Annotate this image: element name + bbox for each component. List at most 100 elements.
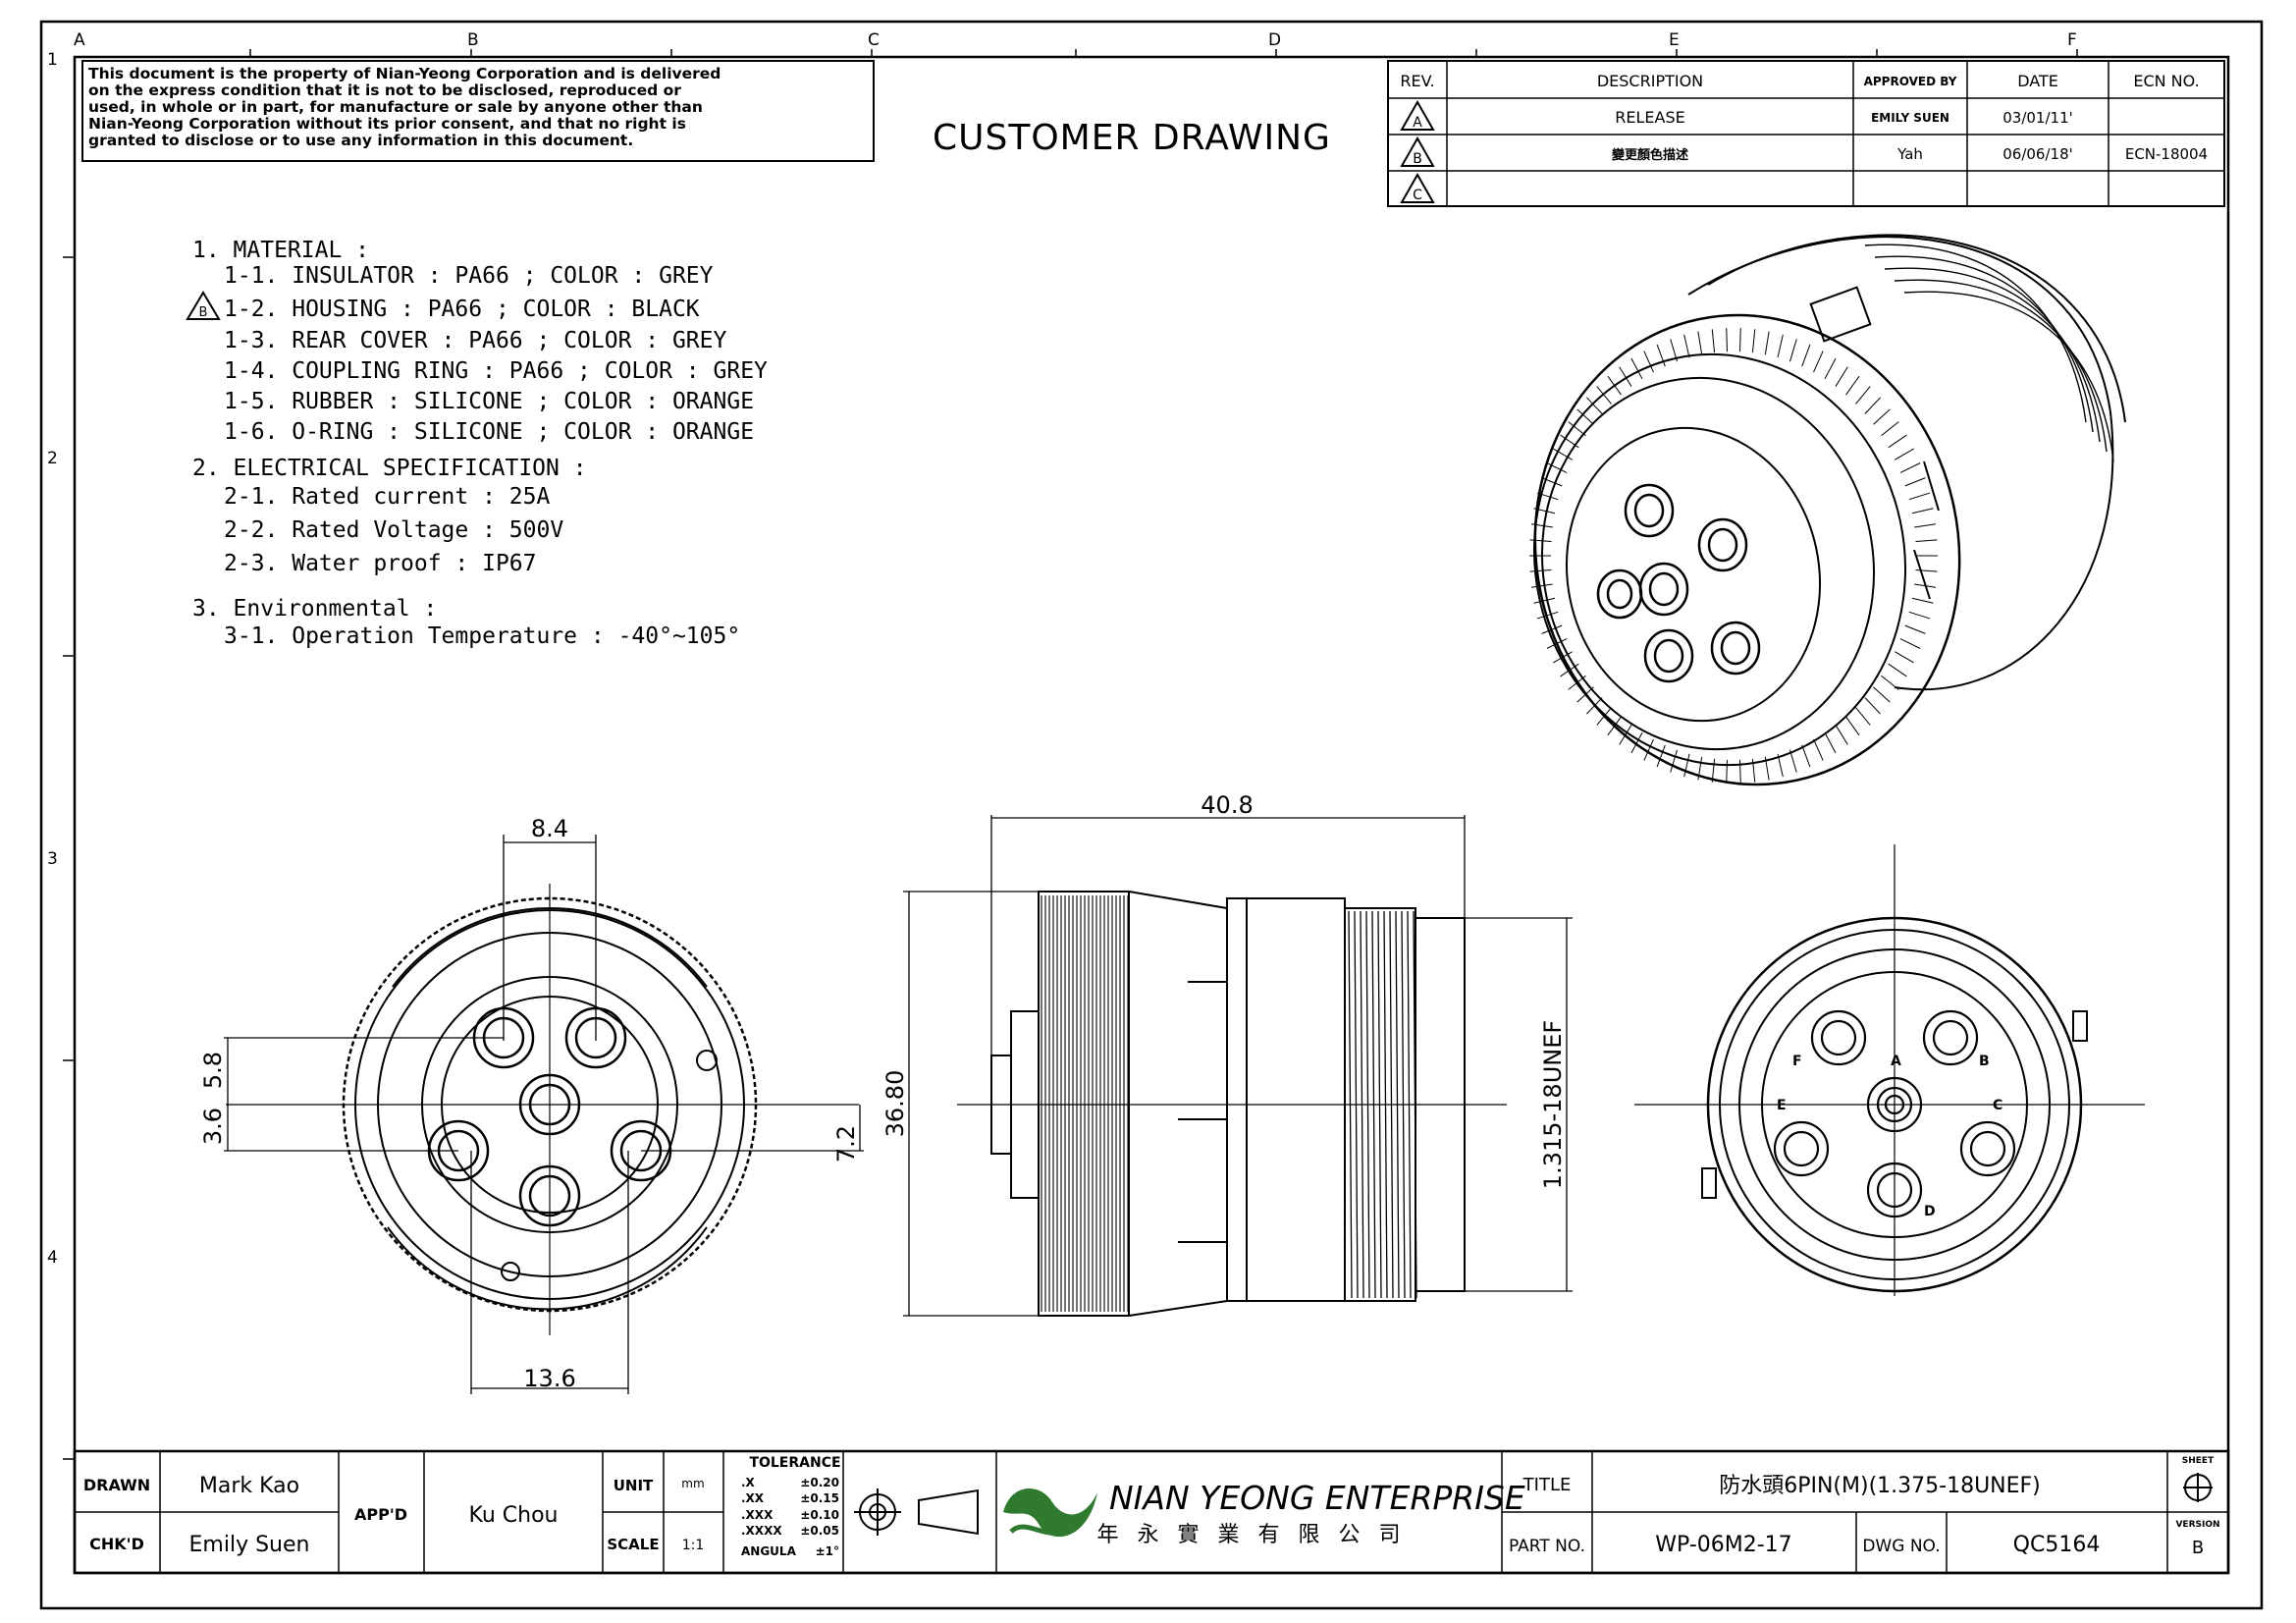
dim-front-left-2: 3.6 <box>199 1108 227 1145</box>
part-label: PART NO. <box>1509 1537 1585 1556</box>
hatch-line <box>1873 408 1891 425</box>
hatch-line <box>1670 339 1679 362</box>
hatch-line <box>1536 492 1559 501</box>
chkd-value: Emily Suen <box>189 1533 310 1557</box>
spec-line: 2. ELECTRICAL SPECIFICATION : <box>192 456 587 481</box>
hatch-line <box>1568 421 1586 437</box>
hatch-line <box>1888 434 1907 449</box>
rev-header-description: DESCRIPTION <box>1597 72 1703 90</box>
notice-box <box>81 60 875 162</box>
dwg-value: QC5164 <box>2013 1533 2101 1557</box>
tol-key: .XX <box>741 1491 765 1505</box>
hatch-line <box>1546 638 1568 649</box>
version-value: B <box>2192 1538 2204 1558</box>
zone-col-a: A <box>74 30 85 50</box>
rev-b-description: 變更顏色描述 <box>1612 147 1688 163</box>
hatch-line <box>1855 707 1871 726</box>
appd-value: Ku Chou <box>469 1503 559 1528</box>
scale-value: 1:1 <box>682 1538 705 1553</box>
front-view <box>224 835 864 1394</box>
hatch-line <box>1915 569 1938 572</box>
hatch-line <box>1881 675 1899 690</box>
rev-b-date: 06/06/18' <box>2002 145 2073 163</box>
spec-line: 1. MATERIAL : <box>192 238 369 263</box>
hatch-line <box>1560 663 1579 677</box>
appd-label: APP'D <box>354 1505 407 1524</box>
hatch-line <box>1541 624 1563 634</box>
hatch-line <box>1354 910 1359 1299</box>
pin-label-a: A <box>1891 1054 1901 1069</box>
hatch-line <box>1643 351 1654 373</box>
hatch-line <box>1789 339 1797 362</box>
dim-front-bottom: 13.6 <box>523 1365 575 1392</box>
title-label: TITLE <box>1522 1475 1572 1495</box>
spec-line: 2-3. Water proof : IP67 <box>224 551 537 576</box>
rev-c-letter: C <box>1413 188 1422 203</box>
hatch-line <box>1845 716 1860 736</box>
hatch-line <box>1596 386 1612 405</box>
notice-text: This document is the property of Nian-Ye… <box>88 65 721 149</box>
dwg-label: DWG NO. <box>1862 1537 1940 1556</box>
tol-key: .XXXX <box>741 1524 782 1538</box>
spec-line: 1-2. HOUSING : PA66 ; COLOR : BLACK <box>224 297 700 322</box>
company-logo <box>1003 1488 1097 1538</box>
hatch-line <box>1824 357 1837 380</box>
tol-key: .X <box>741 1476 756 1489</box>
hatch-line <box>1711 758 1716 783</box>
notice-line: This document is the property of Nian-Ye… <box>88 65 721 82</box>
spec-line: 2-2. Rated Voltage : 500V <box>224 517 563 543</box>
notice-line: on the express condition that it is not … <box>88 81 681 99</box>
outer-border <box>39 20 2264 1610</box>
dim-side-width: 40.8 <box>1201 791 1253 819</box>
zone-row-1: 1 <box>47 50 58 70</box>
tol-val: ±0.20 <box>800 1476 839 1489</box>
tol-val: ±0.10 <box>800 1508 839 1522</box>
rear-pin-labels: A B C D E F <box>1777 1054 2002 1219</box>
company-chinese: 年 永 實 業 有 限 公 司 <box>1097 1523 1407 1547</box>
dim-front-top: 8.4 <box>531 815 568 842</box>
illustration-pins <box>1596 483 1761 683</box>
hatch-line <box>1764 331 1770 355</box>
spec-line: 1-4. COUPLING RING : PA66 ; COLOR : GREY <box>224 358 768 384</box>
hatch-line <box>1899 462 1921 473</box>
dim-front-right: 7.2 <box>832 1125 860 1163</box>
hatch-line <box>1683 753 1690 778</box>
hatch-line <box>1377 910 1382 1299</box>
sheet-label: SHEET <box>2182 1456 2215 1466</box>
hatch-line <box>1683 334 1690 358</box>
hatch-line <box>1360 910 1364 1299</box>
hatch-line <box>1711 329 1716 353</box>
hatch-line <box>1697 331 1703 355</box>
hatch-line <box>1530 523 1553 528</box>
hatch-line <box>1888 663 1907 677</box>
dim-front-left-1: 5.8 <box>199 1052 227 1089</box>
hatch-line <box>1914 523 1937 528</box>
hatch-line <box>1764 756 1770 781</box>
dim-side-height: 36.80 <box>881 1070 909 1138</box>
hatch-line <box>1407 910 1412 1299</box>
hatch-line <box>1365 910 1370 1299</box>
zone-col-b: B <box>467 30 479 50</box>
revision-table: REV. DESCRIPTION APPROVED BY DATE ECN NO… <box>1387 60 2225 207</box>
title-value: 防水頭6PIN(M)(1.375-18UNEF) <box>1719 1474 2041 1498</box>
hatch-line <box>1619 725 1632 745</box>
hatch-line <box>1607 375 1622 396</box>
pin-label-c: C <box>1993 1098 2002 1113</box>
hatch-line <box>1894 448 1914 460</box>
hatch-line <box>1656 744 1666 768</box>
tol-key: ANGULA <box>741 1544 797 1558</box>
rev-triangle-a <box>1400 99 1435 131</box>
hatch-line <box>1864 397 1881 414</box>
hatch-line <box>1738 328 1741 352</box>
rev-b-marker-triangle <box>186 291 221 320</box>
zone-ticks <box>63 49 2078 1460</box>
hatch-line <box>1824 731 1837 754</box>
hatch-line <box>1904 477 1926 487</box>
drawing-title: CUSTOMER DRAWING <box>933 118 1331 158</box>
tol-val: ±1° <box>816 1544 839 1558</box>
hatch-line <box>1915 539 1938 542</box>
hatch-line <box>1813 351 1824 373</box>
zone-col-e: E <box>1669 30 1680 50</box>
spec-line: 1-3. REAR COVER : PA66 ; COLOR : GREY <box>224 328 726 353</box>
rev-b-ecn: ECN-18004 <box>2125 145 2208 163</box>
